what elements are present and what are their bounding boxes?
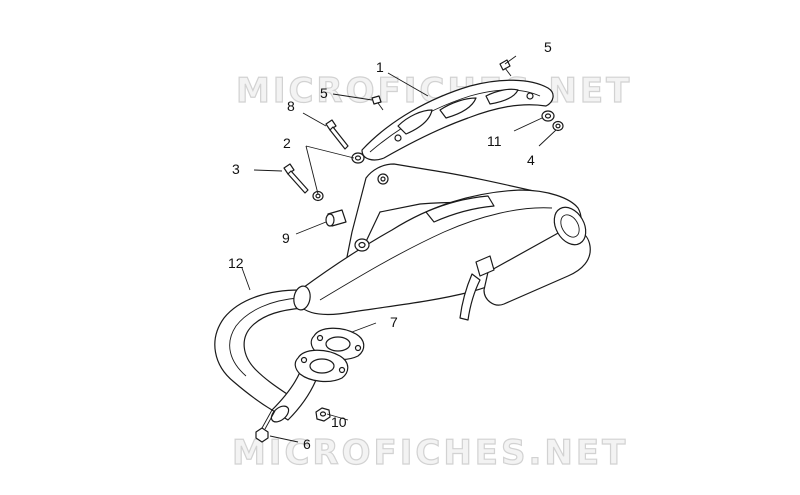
- part-12-exhaust-body: [214, 163, 591, 423]
- label-6: 6: [303, 436, 311, 452]
- label-1: 1: [376, 59, 384, 75]
- part-2-washer-upper: [351, 152, 365, 164]
- label-3: 3: [232, 161, 240, 177]
- exhaust-flange: [294, 349, 349, 383]
- label-5-lower: 5: [320, 85, 328, 101]
- part-11-spacer: [541, 110, 555, 122]
- label-7: 7: [390, 314, 398, 330]
- label-11: 11: [487, 133, 502, 149]
- label-10: 10: [331, 414, 347, 430]
- watermark-top: MICROFICHES.NET: [236, 71, 632, 111]
- label-4: 4: [527, 152, 535, 168]
- part-1-heat-shield: [361, 79, 554, 161]
- leader-lines: [241, 55, 557, 443]
- label-8: 8: [287, 98, 295, 114]
- watermark-bottom: MICROFICHES.NET: [232, 433, 628, 473]
- label-5-upper: 5: [544, 39, 552, 55]
- part-3-bolt: [283, 163, 309, 194]
- part-6-stud: [255, 409, 276, 443]
- label-2: 2: [283, 135, 291, 151]
- part-2-washer-lower: [312, 190, 324, 202]
- part-8-bolt: [325, 119, 349, 150]
- part-5-screw-lower: [371, 95, 384, 111]
- label-12: 12: [228, 255, 244, 271]
- part-10-nut: [315, 407, 331, 422]
- label-9: 9: [282, 230, 290, 246]
- part-4-nut: [552, 120, 564, 132]
- part-9-rubber-bush: [325, 209, 347, 227]
